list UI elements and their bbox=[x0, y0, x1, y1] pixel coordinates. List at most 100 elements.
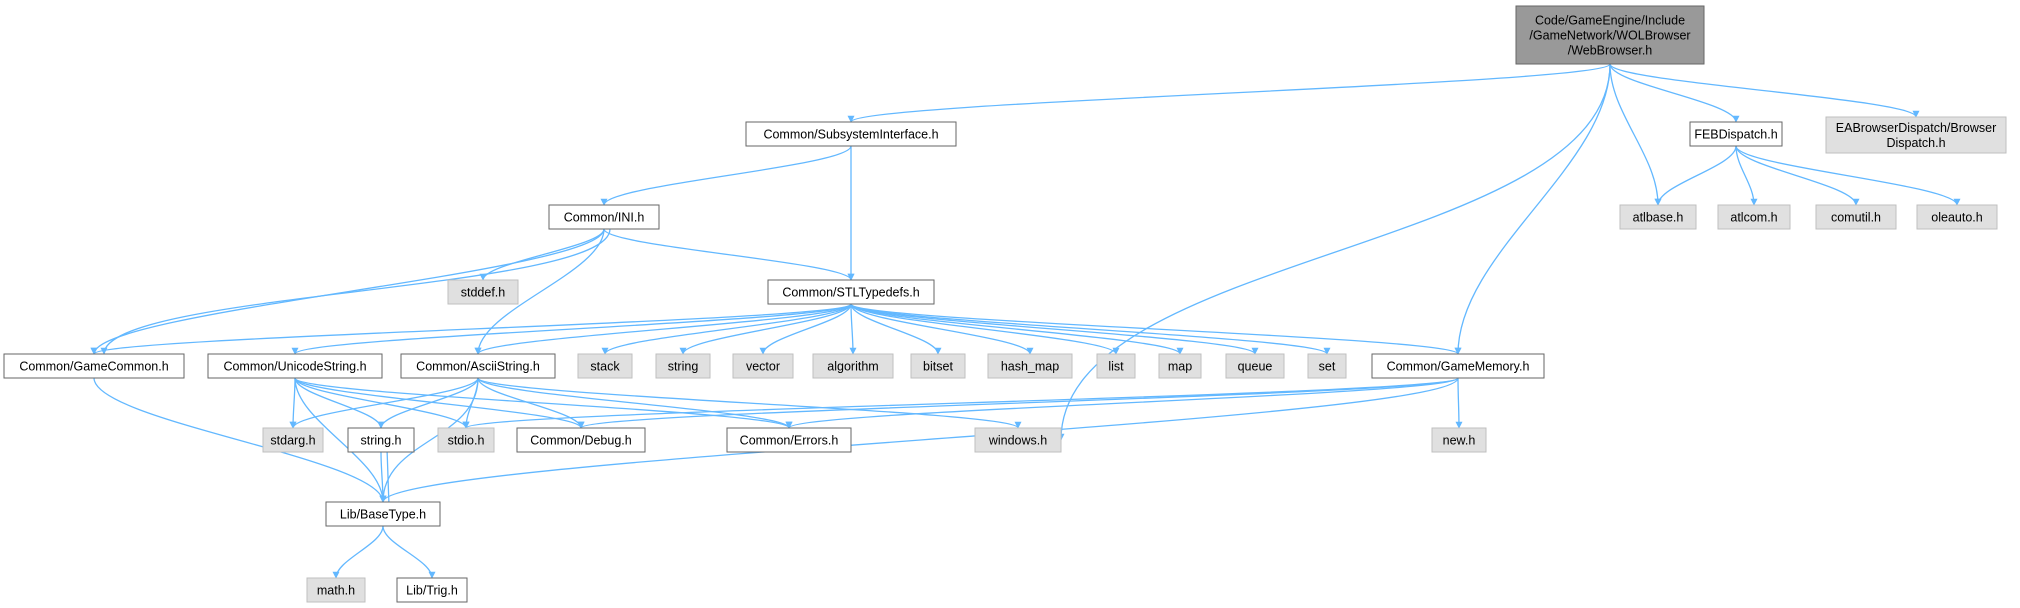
node-label: math.h bbox=[317, 584, 355, 598]
node-trig[interactable]: Lib/Trig.h bbox=[396, 577, 468, 603]
node-label: Common/UnicodeString.h bbox=[223, 360, 366, 374]
node-gamememory[interactable]: Common/GameMemory.h bbox=[1371, 353, 1545, 379]
node-label: new.h bbox=[1443, 434, 1476, 448]
edge-febdispatch-to-atlbase bbox=[1654, 145, 1737, 206]
edge-unicodestring-to-stdio bbox=[294, 377, 470, 429]
node-label: Common/AsciiString.h bbox=[416, 360, 540, 374]
node-string[interactable]: string bbox=[655, 353, 711, 379]
edge-stltypedefs-to-hash_map bbox=[850, 303, 1034, 355]
node-stdio[interactable]: stdio.h bbox=[437, 427, 495, 453]
edge-ini-to-stltypedefs bbox=[603, 228, 855, 281]
node-basetype[interactable]: Lib/BaseType.h bbox=[325, 501, 441, 527]
node-set[interactable]: set bbox=[1307, 353, 1347, 379]
node-algorithm[interactable]: algorithm bbox=[812, 353, 894, 379]
node-gamecommon[interactable]: Common/GameCommon.h bbox=[3, 353, 185, 379]
edge-unicodestring-to-debug bbox=[294, 377, 585, 429]
edge-asciistring-to-basetype bbox=[379, 377, 479, 503]
node-stdarg[interactable]: stdarg.h bbox=[262, 427, 324, 453]
node-box bbox=[3, 353, 185, 379]
node-new-h[interactable]: new.h bbox=[1431, 427, 1487, 453]
edge-unicodestring-to-string_h bbox=[294, 377, 385, 429]
edge-asciistring-to-string_h bbox=[377, 377, 479, 429]
node-asciistring[interactable]: Common/AsciiString.h bbox=[400, 353, 556, 379]
node-label: /WebBrowser.h bbox=[1568, 44, 1653, 58]
node-box bbox=[548, 204, 660, 230]
node-label: oleauto.h bbox=[1931, 211, 1982, 225]
node-string-h[interactable]: string.h bbox=[347, 427, 415, 453]
node-map[interactable]: map bbox=[1158, 353, 1202, 379]
node-subsystem[interactable]: Common/SubsystemInterface.h bbox=[745, 121, 957, 147]
node-label: stdio.h bbox=[448, 434, 485, 448]
node-label: Common/SubsystemInterface.h bbox=[763, 128, 938, 142]
node-stltypedefs[interactable]: Common/STLTypedefs.h bbox=[767, 279, 935, 305]
node-label: set bbox=[1319, 360, 1336, 374]
edge-asciistring-to-errors bbox=[477, 377, 793, 429]
edge-febdispatch-to-comutil bbox=[1735, 145, 1860, 206]
node-eabrowser[interactable]: EABrowserDispatch/BrowserDispatch.h bbox=[1825, 116, 2007, 154]
node-oleauto[interactable]: oleauto.h bbox=[1916, 204, 1998, 230]
node-queue[interactable]: queue bbox=[1225, 353, 1285, 379]
edge-ini-to-stddef bbox=[479, 228, 605, 281]
edge-gamememory-to-debug bbox=[577, 377, 1459, 429]
node-label: Code/GameEngine/Include bbox=[1535, 14, 1685, 28]
node-label: queue bbox=[1238, 360, 1273, 374]
edge-stltypedefs-to-set bbox=[850, 303, 1331, 355]
edge-root-to-eabrowser bbox=[1609, 63, 1920, 118]
edges bbox=[90, 63, 1961, 579]
edge-unicodestring-to-basetype bbox=[294, 377, 387, 503]
node-box bbox=[1815, 204, 1897, 230]
node-ini[interactable]: Common/INI.h bbox=[548, 204, 660, 230]
node-label: Common/STLTypedefs.h bbox=[782, 286, 919, 300]
node-debug[interactable]: Common/Debug.h bbox=[516, 427, 646, 453]
node-box bbox=[577, 353, 633, 379]
node-label: stddef.h bbox=[461, 286, 506, 300]
edge-root-to-atlbase bbox=[1609, 63, 1662, 206]
node-comutil[interactable]: comutil.h bbox=[1815, 204, 1897, 230]
node-label: algorithm bbox=[827, 360, 878, 374]
edge-febdispatch-to-atlcom bbox=[1735, 145, 1758, 206]
node-febdispatch[interactable]: FEBDispatch.h bbox=[1689, 121, 1783, 147]
node-label: atlcom.h bbox=[1730, 211, 1777, 225]
edge-stltypedefs-to-asciistring bbox=[474, 303, 852, 355]
edge-subsystem-to-ini bbox=[600, 145, 852, 206]
edge-root-to-subsystem bbox=[847, 63, 1611, 123]
edge-stltypedefs-to-queue bbox=[850, 303, 1259, 355]
edge-gamememory-to-basetype bbox=[379, 377, 1459, 503]
edge-gamecommon-to-basetype bbox=[93, 377, 387, 503]
node-box bbox=[1307, 353, 1347, 379]
node-box bbox=[1225, 353, 1285, 379]
node-unicodestring[interactable]: Common/UnicodeString.h bbox=[207, 353, 383, 379]
node-vector[interactable]: vector bbox=[732, 353, 794, 379]
node-list[interactable]: list bbox=[1096, 353, 1136, 379]
node-root[interactable]: Code/GameEngine/Include/GameNetwork/WOLB… bbox=[1515, 5, 1705, 65]
edge-asciistring-to-debug bbox=[477, 377, 585, 429]
edge-unicodestring-to-stdarg bbox=[289, 377, 297, 429]
node-windows[interactable]: windows.h bbox=[974, 427, 1062, 453]
node-errors[interactable]: Common/Errors.h bbox=[726, 427, 852, 453]
node-stack[interactable]: stack bbox=[577, 353, 633, 379]
edge-root-to-gamememory bbox=[1454, 63, 1611, 355]
node-box bbox=[447, 279, 519, 305]
edge-string_h-to-basetype bbox=[379, 451, 387, 503]
node-label: stack bbox=[590, 360, 620, 374]
edge-stltypedefs-to-algorithm bbox=[849, 303, 857, 355]
edge-stltypedefs-to-unicodestring bbox=[291, 303, 852, 355]
node-atlcom[interactable]: atlcom.h bbox=[1717, 204, 1791, 230]
node-box bbox=[1825, 116, 2007, 154]
node-bitset[interactable]: bitset bbox=[910, 353, 966, 379]
edge-ini-to-gamecommon bbox=[100, 228, 611, 355]
node-label: list bbox=[1108, 360, 1124, 374]
node-label: Lib/BaseType.h bbox=[340, 508, 426, 522]
node-box bbox=[262, 427, 324, 453]
node-math[interactable]: math.h bbox=[306, 577, 366, 603]
node-box bbox=[1916, 204, 1998, 230]
node-stddef[interactable]: stddef.h bbox=[447, 279, 519, 305]
node-atlbase[interactable]: atlbase.h bbox=[1619, 204, 1697, 230]
node-label: Common/Debug.h bbox=[530, 434, 631, 448]
edge-stltypedefs-to-string bbox=[679, 303, 852, 355]
node-box bbox=[396, 577, 468, 603]
node-label: Common/INI.h bbox=[564, 211, 645, 225]
node-hash-map[interactable]: hash_map bbox=[987, 353, 1073, 379]
edge-febdispatch-to-oleauto bbox=[1735, 145, 1961, 206]
node-box bbox=[1096, 353, 1136, 379]
